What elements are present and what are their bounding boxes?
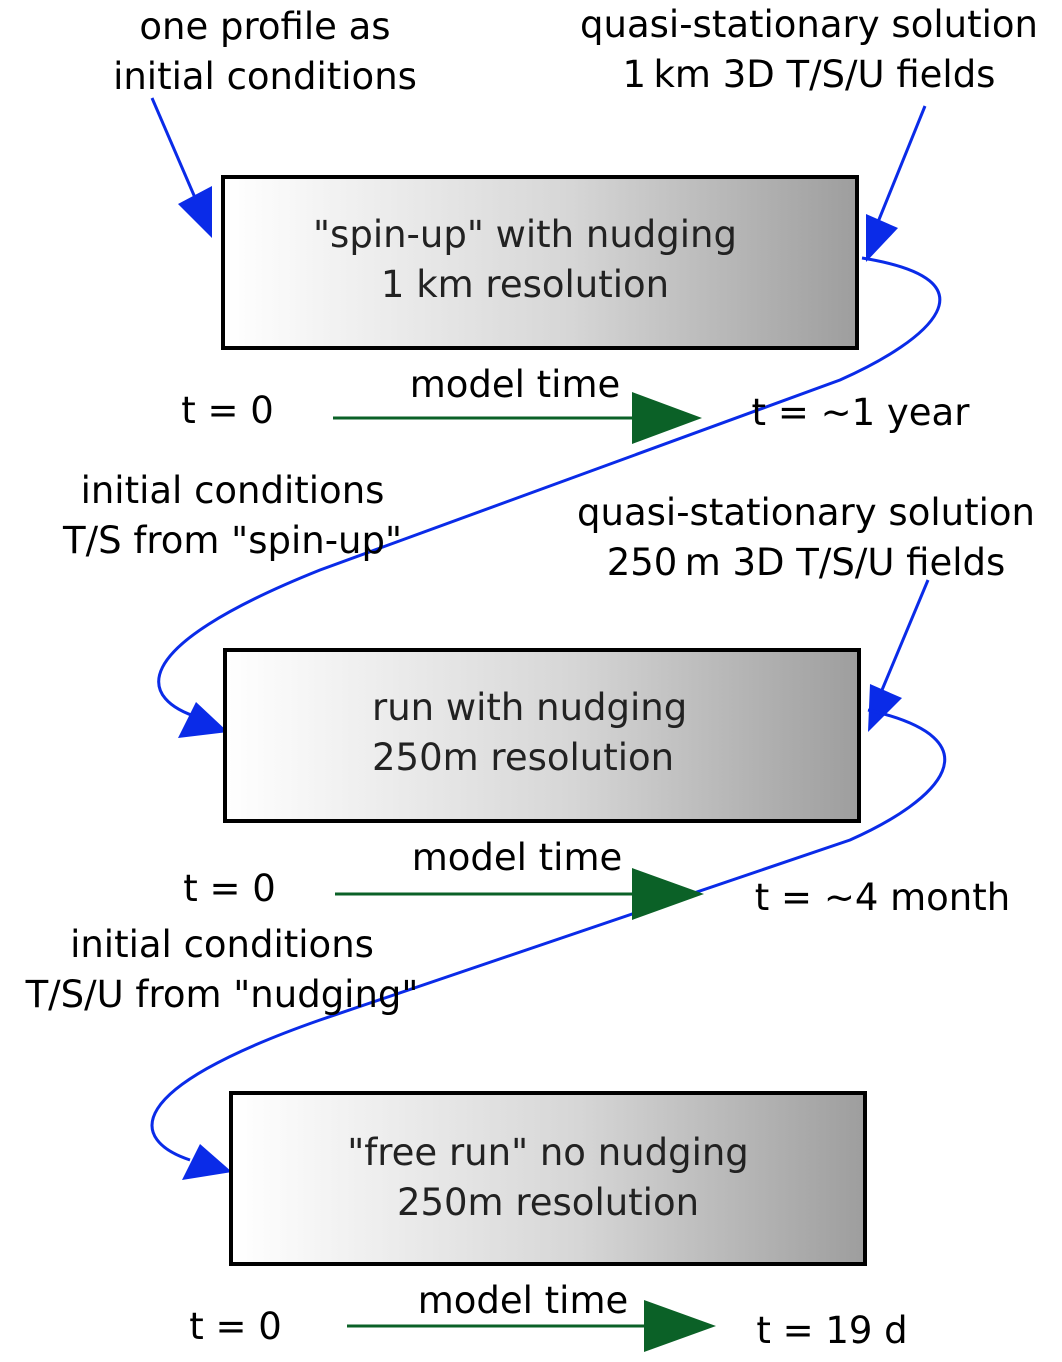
stage3-t-end: t = 19 d — [756, 1309, 908, 1352]
stage3-t-start: t = 0 — [189, 1305, 282, 1348]
stage1-model-time-label: model time — [409, 363, 621, 406]
run-to-freerun-curve — [150, 708, 946, 1180]
model-time-arrow-3 — [347, 1300, 716, 1352]
stage3-model-time-label: model time — [417, 1279, 629, 1322]
initial-profile-arrow — [150, 97, 212, 238]
model-time-arrow-2 — [335, 868, 704, 920]
stage2-model-time-label: model time — [411, 836, 623, 879]
spinup-to-run-curve — [157, 256, 942, 738]
nudging-run-box — [223, 648, 861, 823]
stationary-250m-arrow — [868, 579, 930, 732]
ic-spinup-note: initial conditions T/S from "spin-up" — [63, 469, 402, 562]
free-run-box — [229, 1091, 867, 1266]
stage2-t-start: t = 0 — [183, 867, 276, 910]
initial-profile-note: one profile as initial conditions — [113, 5, 417, 98]
ic-nudging-note: initial conditions T/S/U from "nudging" — [25, 923, 419, 1016]
free-run-box-text: "free run" no nudging 250m resolution — [347, 1131, 749, 1224]
stage1-t-end: t = ~1 year — [751, 391, 970, 434]
spinup-box-text: "spin-up" with nudging 1 km resolution — [313, 213, 737, 306]
stationary-1km-arrow — [866, 105, 927, 262]
stage1-t-start: t = 0 — [181, 389, 274, 432]
stationary-1km-note: quasi-stationary solution 1 km 3D T/S/U … — [580, 3, 1038, 96]
stage2-t-end: t = ~4 month — [754, 876, 1011, 919]
spinup-box — [221, 175, 859, 350]
nudging-run-box-text: run with nudging 250m resolution — [372, 686, 688, 779]
stationary-250m-note: quasi-stationary solution 250 m 3D T/S/U… — [577, 491, 1035, 584]
model-time-arrow-1 — [333, 392, 702, 444]
